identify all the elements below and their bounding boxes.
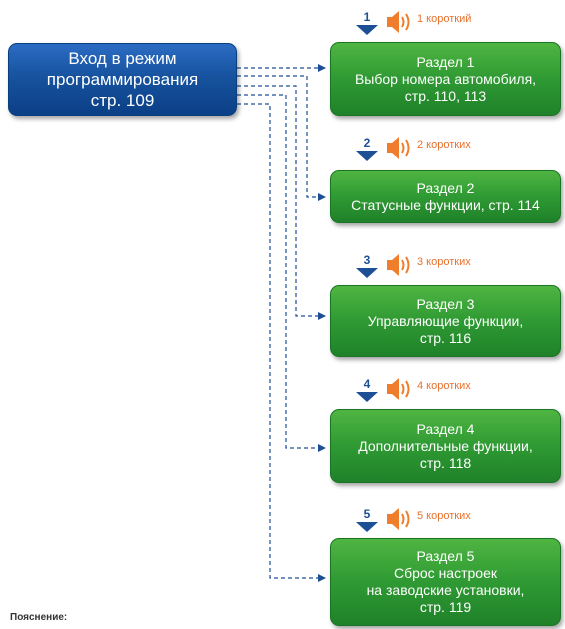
section-3-line-2: Управляющие функции, [367, 312, 524, 329]
programming-mode-entry-box: Вход в режим программирования стр. 109 [8, 43, 237, 116]
connector-to-section-4 [237, 94, 326, 452]
section-4-title: Раздел 4 [416, 420, 475, 437]
down-triangle-icon [356, 25, 378, 35]
section-2-box: Раздел 2 Статусные функции, стр. 114 [330, 170, 561, 223]
main-box-line-1: Вход в режим [68, 49, 177, 68]
step-number-5: 5 [363, 507, 371, 521]
section-5-line-4: стр. 119 [419, 599, 472, 615]
down-triangle-icon [356, 522, 378, 532]
beep-count-2: 2 коротких [417, 139, 471, 151]
section-4-line-2: Дополнительные функции, [358, 437, 533, 454]
section-2-line-2: Статусные функции, стр. 114 [351, 196, 540, 213]
speaker-icon [387, 11, 410, 33]
section-1-box: Раздел 1 Выбор номера автомобиля, стр. 1… [330, 42, 561, 116]
section-3-title: Раздел 3 [416, 295, 475, 312]
section-3-line-3: стр. 116 [419, 329, 472, 346]
connector-to-section-5 [237, 103, 326, 582]
connector-to-section-3 [237, 85, 326, 320]
connector-to-section-2 [237, 75, 326, 201]
beep-count-3: 3 коротких [417, 256, 471, 268]
step-number-4: 4 [363, 377, 371, 391]
section-5-line-2: Сброс настроек [393, 565, 497, 581]
speaker-icon [387, 378, 410, 400]
beep-count-1: 1 короткий [417, 13, 472, 25]
main-box-line-3: стр. 109 [90, 91, 155, 110]
section-4-box: Раздел 4 Дополнительные функции, стр. 11… [330, 409, 561, 483]
main-box-line-2: программирования [46, 70, 199, 89]
section-3-box: Раздел 3 Управляющие функции, стр. 116 [330, 285, 561, 357]
section-1-line-3: стр. 110, 113 [404, 87, 487, 104]
speaker-icon [387, 137, 410, 159]
section-4-line-3: стр. 118 [419, 454, 472, 471]
beep-count-4: 4 коротких [417, 380, 471, 392]
beep-count-5: 5 коротких [417, 510, 471, 522]
step-number-1: 1 [363, 10, 371, 24]
speaker-icon [387, 508, 410, 530]
step-number-3: 3 [363, 253, 371, 267]
legend-label: Пояснение: [10, 612, 68, 623]
section-1-line-2: Выбор номера автомобиля, [354, 70, 537, 87]
down-triangle-icon [356, 151, 378, 161]
down-triangle-icon [356, 268, 378, 278]
section-5-box: Раздел 5 Сброс настроек на заводские уст… [330, 538, 561, 626]
speaker-icon [387, 254, 410, 276]
step-number-2: 2 [363, 136, 371, 150]
section-5-line-3: на заводские установки, [366, 582, 525, 598]
section-1-title: Раздел 1 [416, 53, 475, 70]
section-5-title: Раздел 5 [416, 548, 475, 564]
section-2-title: Раздел 2 [416, 179, 475, 196]
down-triangle-icon [356, 392, 378, 402]
